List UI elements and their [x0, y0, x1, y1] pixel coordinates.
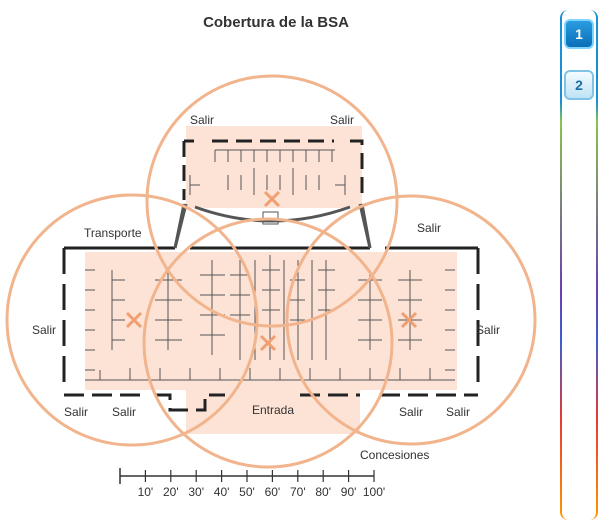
access-point-center [259, 334, 277, 352]
scale-tick-label: 60' [265, 485, 281, 499]
upper-building-interior [189, 149, 346, 225]
scale-tick-label: 90' [341, 485, 357, 499]
coverage-rings [5, 74, 537, 469]
scale-tick-label: 40' [214, 485, 230, 499]
page-navigator: 1 2 [558, 8, 607, 520]
exit-label-bottom-2: Salir [112, 405, 136, 419]
exit-label-bottom-3: Salir [399, 405, 423, 419]
scale-tick-label: 30' [188, 485, 204, 499]
coverage-ring-right [285, 194, 537, 446]
exit-label-top-right: Salir [330, 113, 354, 127]
access-point-left [125, 311, 143, 329]
scale-tick-label: 80' [315, 485, 331, 499]
coverage-fill-main [85, 252, 457, 390]
exit-label-top-left: Salir [190, 113, 214, 127]
exit-label-right-upper: Salir [417, 221, 441, 235]
page-2-button[interactable]: 2 [564, 70, 594, 100]
access-points [125, 190, 418, 352]
scale-tick-label: 70' [290, 485, 306, 499]
exit-label-right: Salir [476, 323, 500, 337]
scale-tick-label: 100' [363, 485, 385, 499]
building-walls [62, 139, 480, 412]
coverage-ring-left [5, 193, 259, 447]
scale-tick-label: 10' [138, 485, 154, 499]
walkway [173, 203, 372, 249]
scale-tick-label: 20' [163, 485, 179, 499]
exit-label-bottom-1: Salir [64, 405, 88, 419]
concessions-label: Concesiones [360, 448, 429, 462]
coverage-ring-top [145, 74, 399, 328]
access-point-top [263, 190, 281, 208]
scale-tick-label: 50' [239, 485, 255, 499]
exit-label-left: Salir [32, 323, 56, 337]
access-point-right [400, 311, 418, 329]
page-title: Cobertura de la BSA [203, 14, 349, 31]
coverage-ring-center [142, 217, 394, 469]
page-1-button[interactable]: 1 [564, 19, 594, 49]
distance-scale: 10' 20' 30' 40' 50' 60' 70' 80' 90' 100' [119, 468, 385, 499]
floor-plan-diagram: Salir Salir Transporte Salir Salir Salir… [5, 74, 537, 499]
exit-label-bottom-4: Salir [446, 405, 470, 419]
transport-label: Transporte [84, 226, 142, 240]
entrance-label: Entrada [252, 403, 294, 417]
